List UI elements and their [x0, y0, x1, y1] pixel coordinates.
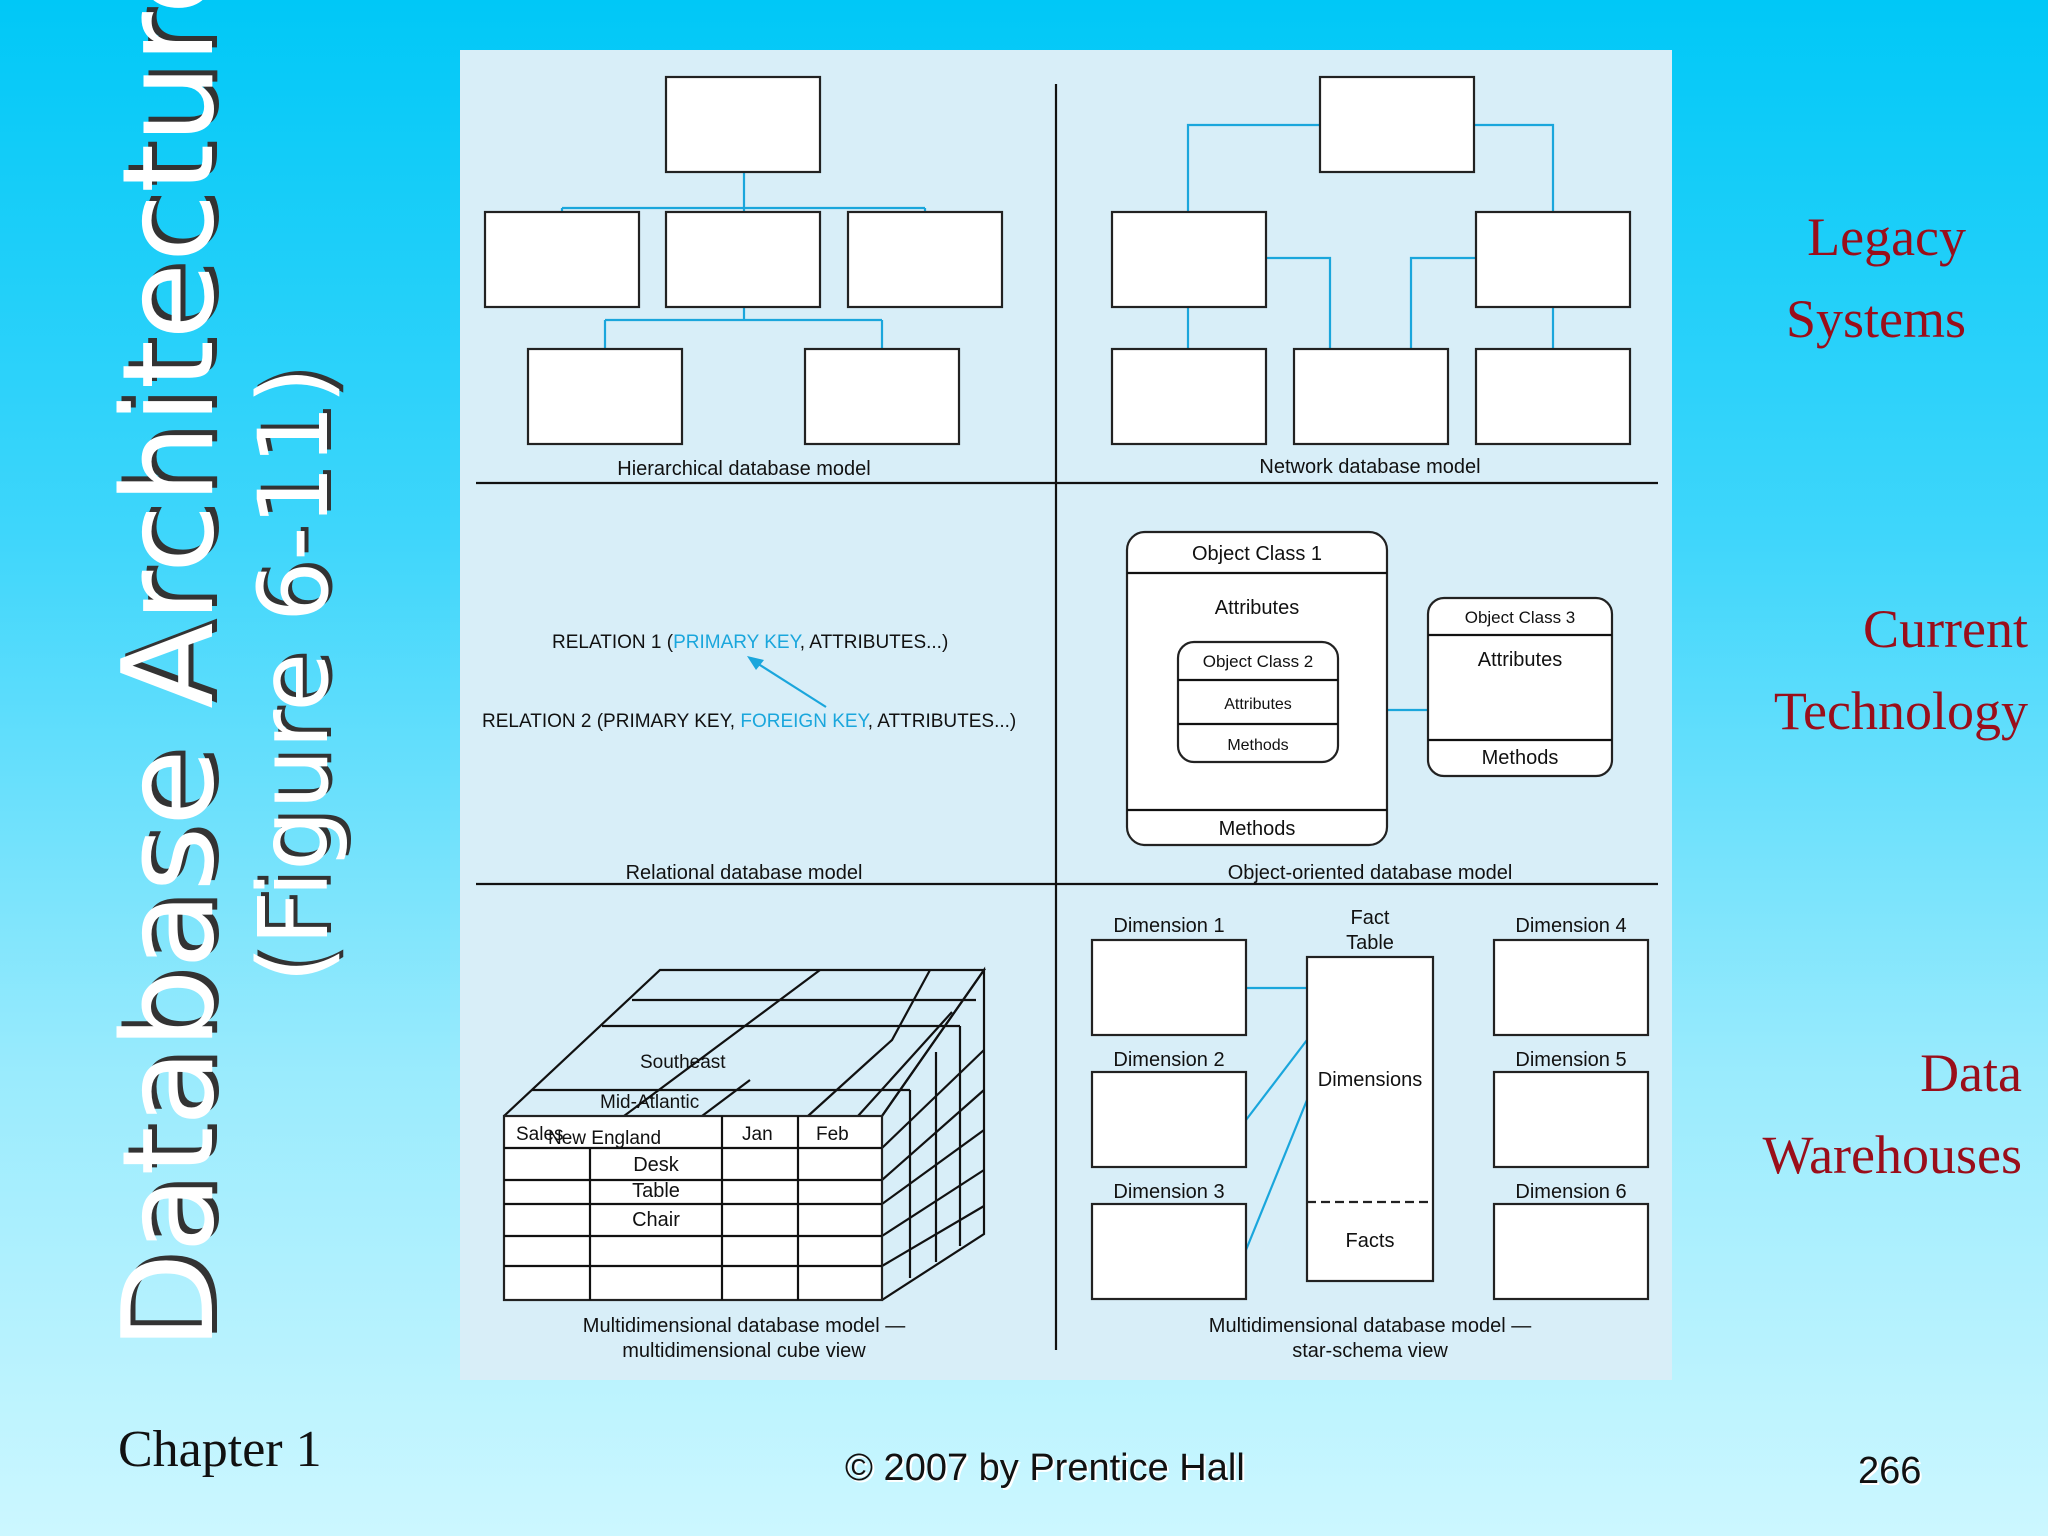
- cube-region-label: New England: [548, 1128, 661, 1149]
- object-class-2: [1176, 640, 1340, 764]
- cube-region-label: Mid-Atlantic: [600, 1092, 699, 1113]
- cube-product-label: Table: [632, 1180, 680, 1202]
- side-label-data: Data Warehouses: [1762, 1032, 2022, 1196]
- arrow-head-icon: [747, 656, 764, 670]
- object-oriented-caption: Object-oriented database model: [1228, 862, 1513, 884]
- relational-model: RELATION 1 (PRIMARY KEY, ATTRIBUTES...) …: [482, 632, 1016, 884]
- side-label-legacy: Legacy Systems: [1786, 196, 1966, 360]
- figure-canvas: Hierarchical database model Network data…: [476, 75, 1658, 1362]
- object-class-1-methods: Methods: [1219, 818, 1296, 840]
- slide-title: Database Architectures: [95, 0, 242, 1350]
- cube-model: Southeast Mid-Atlantic New England Sales…: [502, 966, 987, 1362]
- chapter-label: Chapter 1: [118, 1421, 322, 1478]
- cube-top-face: [503, 968, 987, 1117]
- object-class-1-attributes: Attributes: [1215, 597, 1299, 619]
- side-label-current-line1: Current: [1863, 599, 2028, 659]
- object-class-3-methods: Methods: [1482, 747, 1559, 769]
- dimension-box: [1492, 938, 1650, 1037]
- fact-table-box: [1305, 955, 1435, 1283]
- cube-region-label: Southeast: [640, 1052, 726, 1073]
- relation-1-text: RELATION 1 (PRIMARY KEY, ATTRIBUTES...): [552, 632, 948, 653]
- dimension-label: Dimension 1: [1113, 915, 1224, 937]
- cube-month-label: Feb: [816, 1124, 849, 1145]
- dimension-label: Dimension 3: [1113, 1181, 1224, 1203]
- object-class-3-attributes: Attributes: [1478, 649, 1562, 671]
- cube-caption-line2: multidimensional cube view: [622, 1340, 866, 1362]
- hierarchy-child-node: [846, 210, 1004, 309]
- network-node: [1110, 347, 1268, 446]
- cube-caption-line1: Multidimensional database model —: [583, 1315, 905, 1337]
- foreign-key-label: FOREIGN KEY: [740, 711, 870, 732]
- object-class-1-name: Object Class 1: [1192, 543, 1322, 565]
- database-models-figure: Hierarchical database model Network data…: [460, 50, 1672, 1380]
- fact-table-label-line2: Table: [1346, 932, 1394, 954]
- dimension-box: [1492, 1202, 1650, 1301]
- relation-2-text: RELATION 2 (PRIMARY KEY, FOREIGN KEY, AT…: [482, 711, 1016, 732]
- dimension-box: [1492, 1070, 1650, 1169]
- fact-table-dimensions: Dimensions: [1318, 1069, 1422, 1091]
- dimension-label: Dimension 6: [1515, 1181, 1626, 1203]
- network-node: [1474, 210, 1632, 309]
- cube-month-label: Jan: [742, 1124, 773, 1145]
- page-number: 266: [1858, 1450, 1922, 1492]
- hierarchy-leaf-node: [803, 347, 961, 446]
- network-node: [1474, 347, 1632, 446]
- hierarchy-child-node: [664, 210, 822, 309]
- hierarchy-root-node: [664, 75, 822, 174]
- network-node: [1110, 210, 1268, 309]
- foreign-key-arrow: [751, 659, 827, 708]
- dimension-box: [1090, 1070, 1248, 1169]
- object-class-3-name: Object Class 3: [1465, 608, 1576, 627]
- side-label-current: Current Technology: [1774, 588, 2028, 752]
- cube-front-face: [502, 1114, 884, 1302]
- hierarchy-child-node: [483, 210, 641, 309]
- object-class-2-name: Object Class 2: [1203, 652, 1314, 671]
- network-top-node: [1318, 75, 1476, 174]
- cube-product-label: Desk: [633, 1154, 680, 1176]
- star-caption-line2: star-schema view: [1292, 1340, 1448, 1362]
- dimension-box: [1090, 938, 1248, 1037]
- slide-subtitle: (Figure 6-11): [238, 366, 350, 984]
- dimension-box: [1090, 1202, 1248, 1301]
- cube-product-label: Chair: [632, 1209, 680, 1231]
- primary-key-label: PRIMARY KEY: [673, 632, 803, 653]
- star-caption-line1: Multidimensional database model —: [1209, 1315, 1531, 1337]
- fact-table-label-line1: Fact: [1351, 907, 1390, 929]
- network-model: Network database model: [1110, 75, 1632, 478]
- star-schema-model: Dimension 1 Dimension 2 Dimension 3 Dime…: [1090, 907, 1650, 1362]
- hierarchy-leaf-node: [526, 347, 684, 446]
- hierarchical-caption: Hierarchical database model: [617, 458, 870, 480]
- side-label-legacy-line1: Legacy: [1807, 207, 1966, 267]
- side-label-data-line2: Warehouses: [1762, 1125, 2022, 1185]
- object-class-2-methods: Methods: [1227, 737, 1288, 754]
- copyright-text: © 2007 by Prentice Hall: [845, 1447, 1245, 1489]
- fact-table-facts: Facts: [1346, 1230, 1395, 1252]
- dimension-label: Dimension 4: [1515, 915, 1626, 937]
- side-label-legacy-line2: Systems: [1785, 289, 1966, 349]
- object-class-3: [1426, 596, 1614, 778]
- dimension-label: Dimension 5: [1515, 1049, 1626, 1071]
- cube-side-face: [881, 966, 986, 1301]
- side-label-current-line2: Technology: [1773, 681, 2028, 741]
- dimension-label: Dimension 2: [1113, 1049, 1224, 1071]
- side-label-data-line1: Data: [1920, 1043, 2022, 1103]
- relational-caption: Relational database model: [626, 862, 863, 884]
- cube-measure-label: Sales: [516, 1124, 564, 1145]
- object-class-2-attributes: Attributes: [1224, 696, 1292, 713]
- network-caption: Network database model: [1259, 456, 1480, 478]
- hierarchical-model: Hierarchical database model: [483, 75, 1004, 480]
- object-oriented-model: Object Class 1 Attributes Methods Object…: [1125, 530, 1614, 884]
- network-node: [1292, 347, 1450, 446]
